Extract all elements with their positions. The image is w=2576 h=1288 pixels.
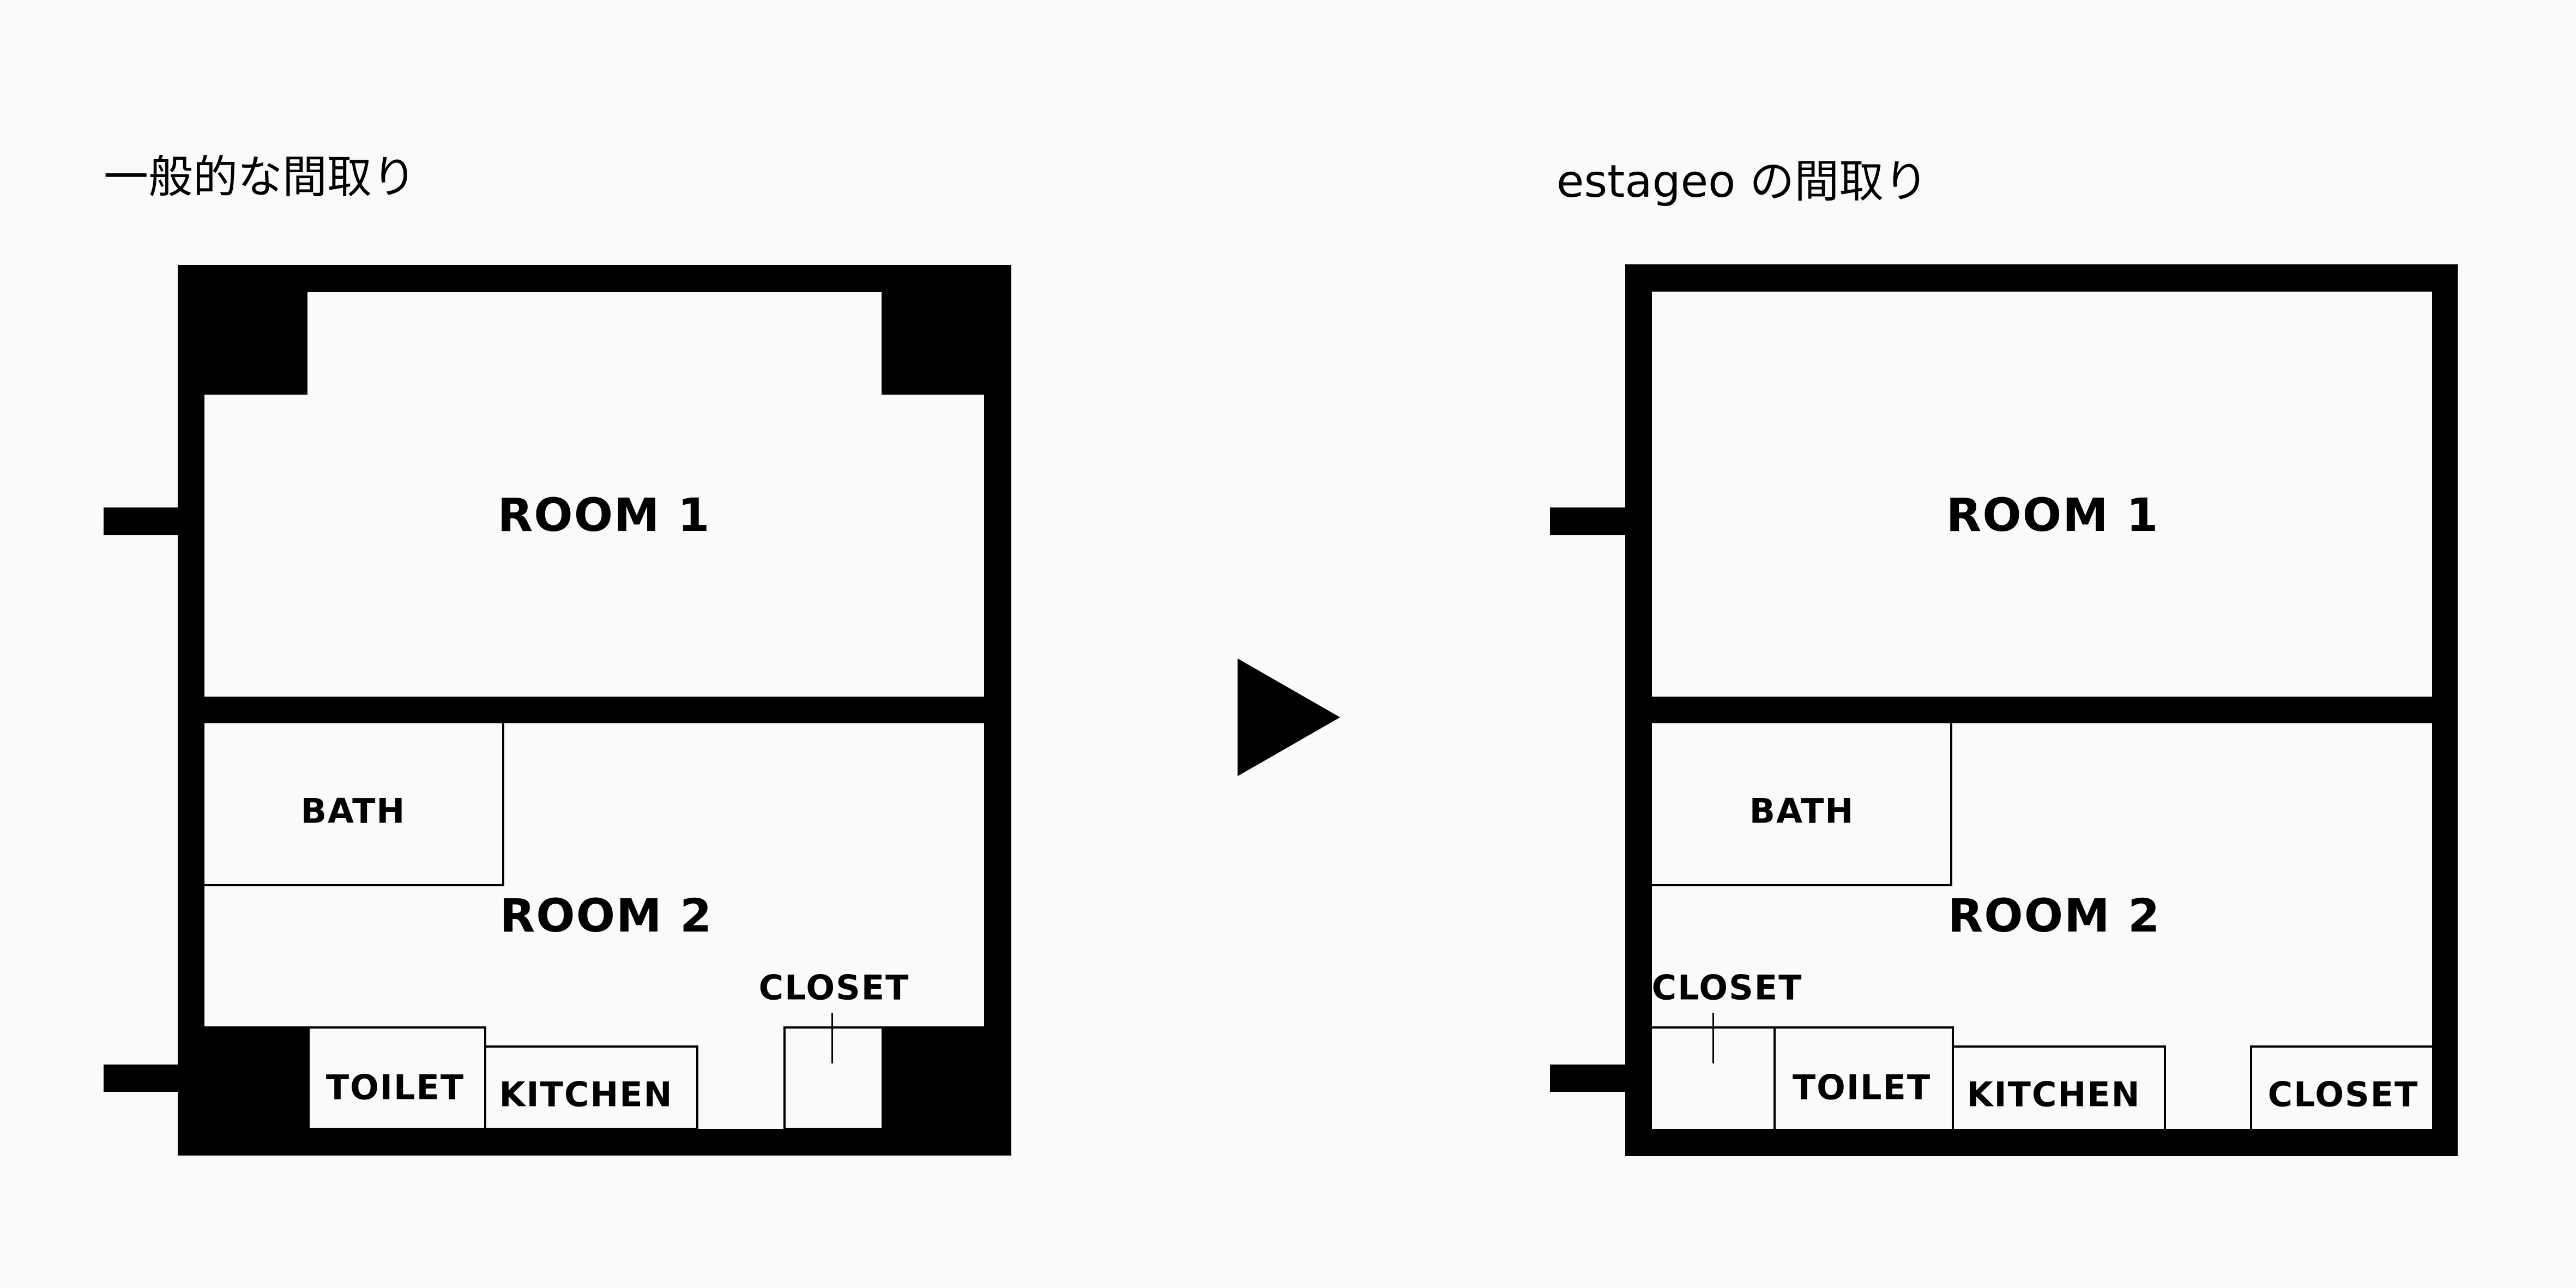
entrance-stub-bottom — [104, 1065, 180, 1092]
room1-floor — [1652, 292, 2432, 697]
closet-leader-line — [1712, 1013, 1714, 1063]
kitchen-label: KITCHEN — [499, 1074, 673, 1115]
bath-label: BATH — [1749, 791, 1855, 831]
closet-right-label: CLOSET — [2267, 1074, 2419, 1115]
bath-area — [1650, 721, 1952, 886]
right-arrow-icon — [1238, 658, 1340, 776]
right-title: estageo の間取り — [1557, 156, 1929, 208]
closet-left-label: CLOSET — [1651, 967, 1803, 1008]
room1-floor-upper — [307, 292, 882, 396]
toilet-label: TOILET — [325, 1067, 465, 1108]
closet-right-area — [2250, 1045, 2434, 1131]
left-title: 一般的な間取り — [104, 152, 417, 203]
room1-label: ROOM 1 — [497, 488, 711, 542]
kitchen-area — [484, 1045, 698, 1130]
bath-area — [202, 721, 504, 886]
toilet-area — [1773, 1026, 1954, 1131]
room1-label: ROOM 1 — [1946, 488, 2159, 542]
room2-label: ROOM 2 — [499, 889, 713, 942]
bath-label: BATH — [300, 791, 406, 831]
room1-floor — [204, 395, 984, 697]
closet-label: CLOSET — [758, 967, 910, 1008]
closet-area — [783, 1026, 884, 1130]
entrance-stub-top — [1550, 507, 1627, 535]
entrance-stub-bottom — [1550, 1065, 1627, 1092]
room2-label: ROOM 2 — [1947, 889, 2161, 942]
closet-leader-line — [831, 1013, 833, 1063]
toilet-label: TOILET — [1792, 1067, 1932, 1108]
kitchen-label: KITCHEN — [1966, 1074, 2141, 1115]
kitchen-area — [1952, 1045, 2166, 1131]
entrance-stub-top — [104, 507, 180, 535]
